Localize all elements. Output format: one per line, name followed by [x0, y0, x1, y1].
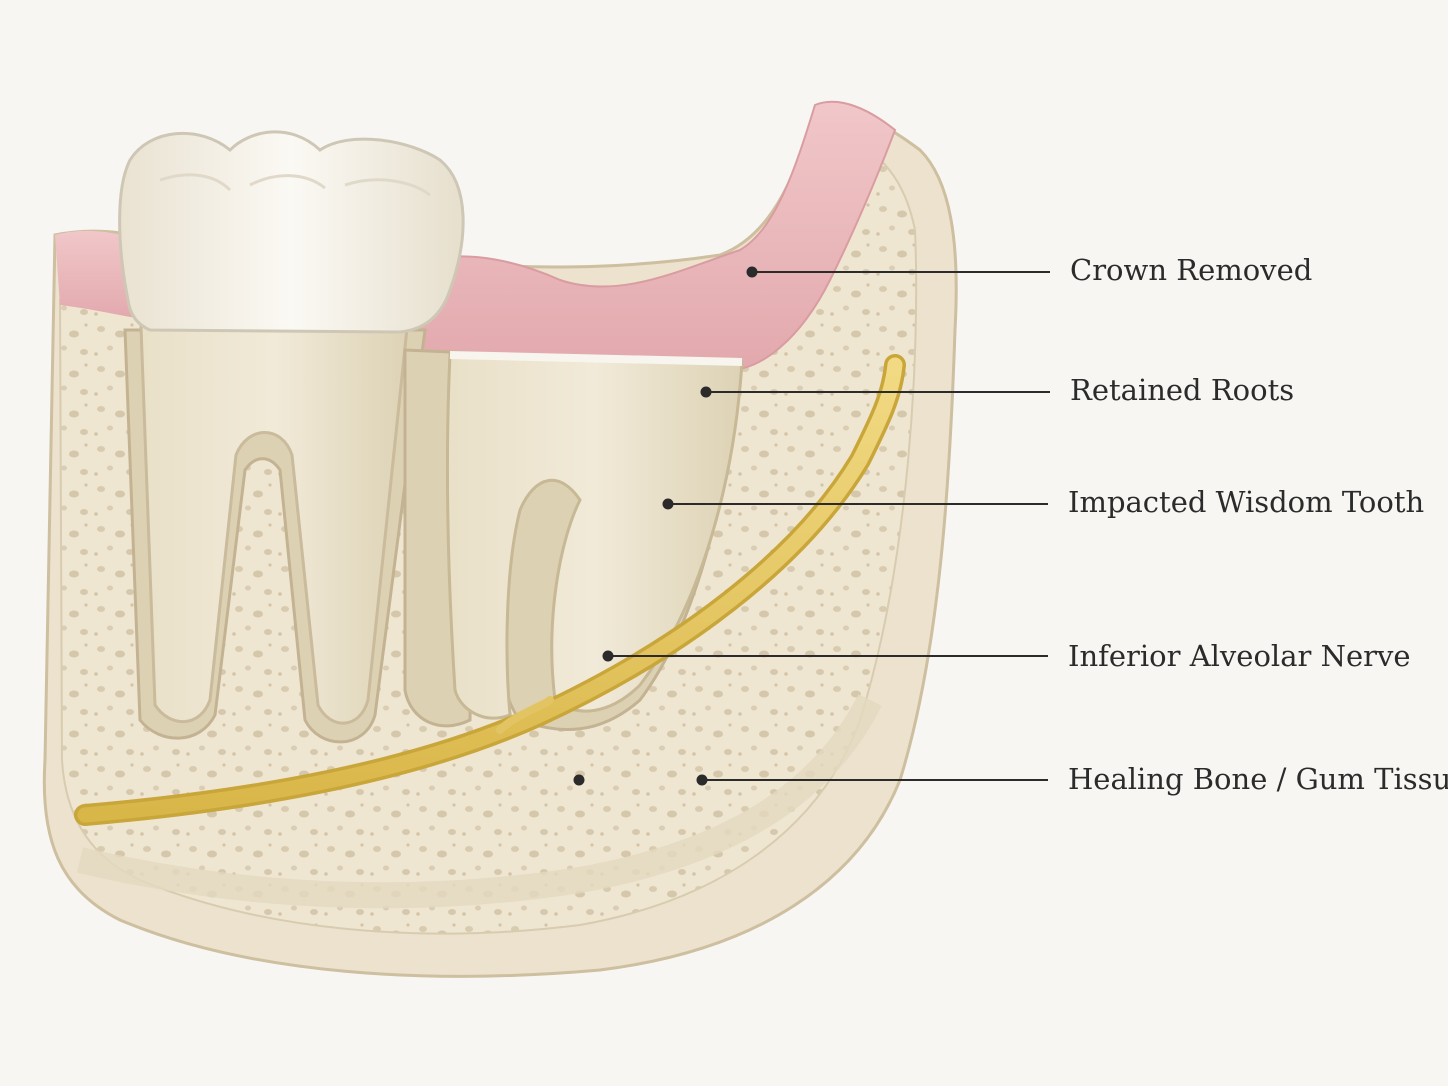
inferior-alveolar-nerve-core: [77, 357, 903, 823]
cortical-band: [77, 694, 882, 909]
label-healing-bone-gum-tissue: Healing Bone / Gum Tissue: [1068, 762, 1448, 796]
gum-tissue-right: [410, 100, 897, 372]
leader-lines: [573, 266, 1050, 786]
label-retained-roots: Retained Roots: [1070, 373, 1295, 407]
crown-cusp-lines: [159, 173, 431, 197]
label-crown-removed: Crown Removed: [1070, 253, 1313, 287]
molar-roots: [138, 298, 412, 725]
marker-retained-roots: [700, 386, 712, 398]
nerve-branch: [496, 696, 554, 734]
marker-healing-bone: [696, 774, 708, 786]
label-inferior-alveolar-nerve: Inferior Alveolar Nerve: [1068, 639, 1411, 673]
marker-healing-bone-secondary: [573, 774, 585, 786]
cut-surface: [449, 351, 743, 366]
marker-inferior-alveolar-nerve: [602, 650, 614, 662]
label-impacted-wisdom-tooth: Impacted Wisdom Tooth: [1068, 485, 1425, 519]
molar-crown: [118, 130, 465, 334]
marker-impacted-wisdom-tooth: [662, 498, 674, 510]
marker-crown-removed: [746, 266, 758, 278]
